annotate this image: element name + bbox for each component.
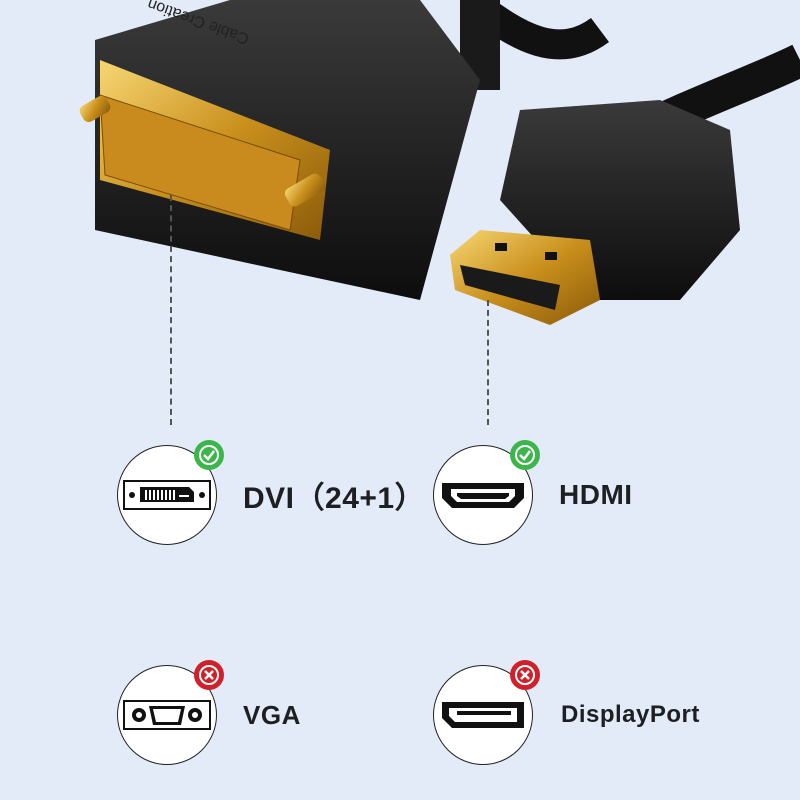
- dvi-label: DVI（24+1）: [243, 482, 426, 515]
- dvi-icon-circle: [117, 440, 224, 545]
- feature-hdmi: HDMI: [433, 440, 633, 545]
- hdmi-label: HDMI: [559, 479, 633, 510]
- feature-vga: VGA: [117, 660, 301, 765]
- displayport-icon-circle: [433, 660, 540, 765]
- vga-icon-circle: [117, 660, 224, 765]
- hdmi-icon-circle: [433, 440, 540, 545]
- vga-label: VGA: [243, 699, 301, 730]
- hdmi-pointer-line: [487, 300, 489, 425]
- displayport-port-icon: [442, 702, 524, 728]
- vga-port-icon: [123, 700, 211, 730]
- dvi-connector: Cable Creation: [79, 0, 480, 300]
- x-icon: [194, 660, 224, 690]
- hdmi-connector: [450, 100, 740, 325]
- check-icon: [510, 440, 540, 470]
- dvi-port-icon: [123, 480, 211, 510]
- dvi-pointer-line: [170, 195, 172, 425]
- check-icon: [194, 440, 224, 470]
- feature-displayport: DisplayPort: [433, 660, 700, 765]
- feature-dvi: DVI（24+1）: [117, 440, 426, 545]
- hdmi-port-icon: [442, 483, 524, 508]
- displayport-label: DisplayPort: [561, 701, 700, 728]
- x-icon: [510, 660, 540, 690]
- cable-illustration: Cable Creation: [79, 0, 800, 325]
